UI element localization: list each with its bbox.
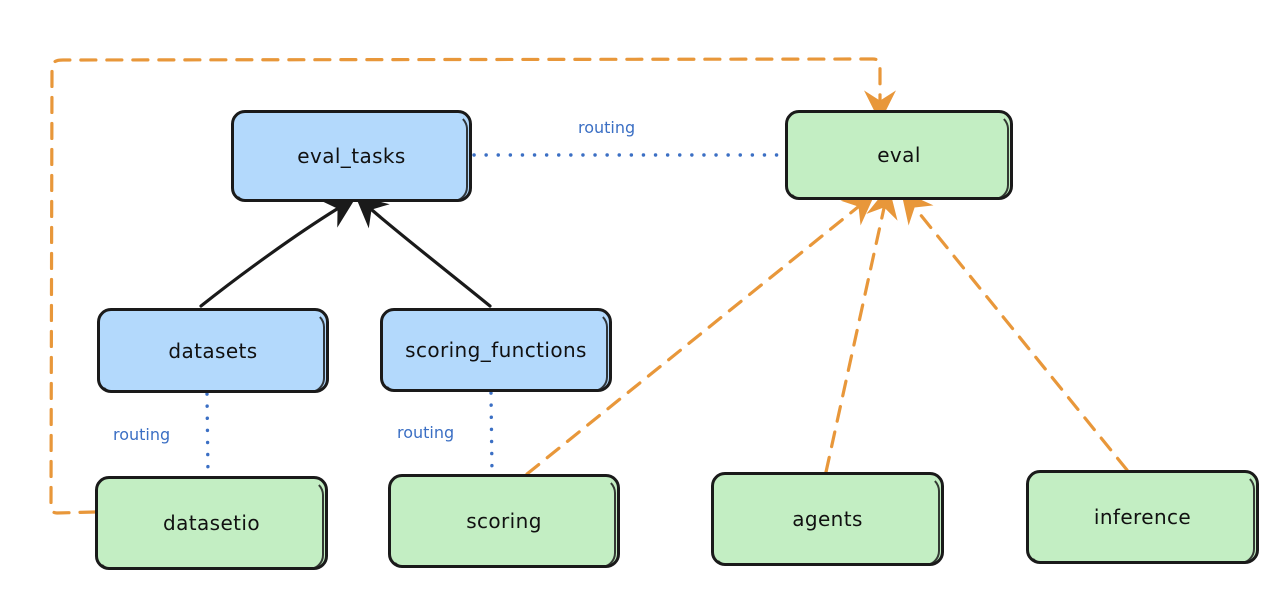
node-datasetio[interactable]: datasetio [95,476,328,570]
node-inference[interactable]: inference [1026,470,1259,564]
node-label-scoring-functions: scoring_functions [405,338,587,362]
edge-scoring-eval [525,192,876,476]
edge-datasets-eval_tasks [199,197,357,308]
edge-label-routing-eval_tasks-eval: routing [578,118,636,137]
edge-datasets-datasetio [205,392,210,476]
node-scoring-functions[interactable]: scoring_functions [380,308,612,392]
node-agents[interactable]: agents [711,472,944,566]
edge-scoringfns-scoring [489,391,494,474]
edge-scoringfns-eval_tasks [355,195,492,308]
node-eval[interactable]: eval [785,110,1013,200]
node-datasets[interactable]: datasets [97,308,329,393]
node-label-agents: agents [792,507,863,531]
node-eval-tasks[interactable]: eval_tasks [231,110,472,202]
node-label-eval-tasks: eval_tasks [297,144,406,168]
node-label-inference: inference [1093,505,1192,529]
edge-inference-eval [900,190,1129,472]
node-label-scoring: scoring [466,509,542,533]
node-label-eval: eval [877,143,921,167]
node-label-datasets: datasets [168,338,258,363]
edge-label-routing-scoringfns-scoring: routing [397,423,455,442]
edge-agents-eval [824,186,898,474]
node-label-datasetio: datasetio [162,511,260,535]
node-scoring[interactable]: scoring [388,474,620,568]
edge-datasetio-eval [49,57,896,515]
edge-label-routing-datasets-datasetio: routing [113,425,171,444]
